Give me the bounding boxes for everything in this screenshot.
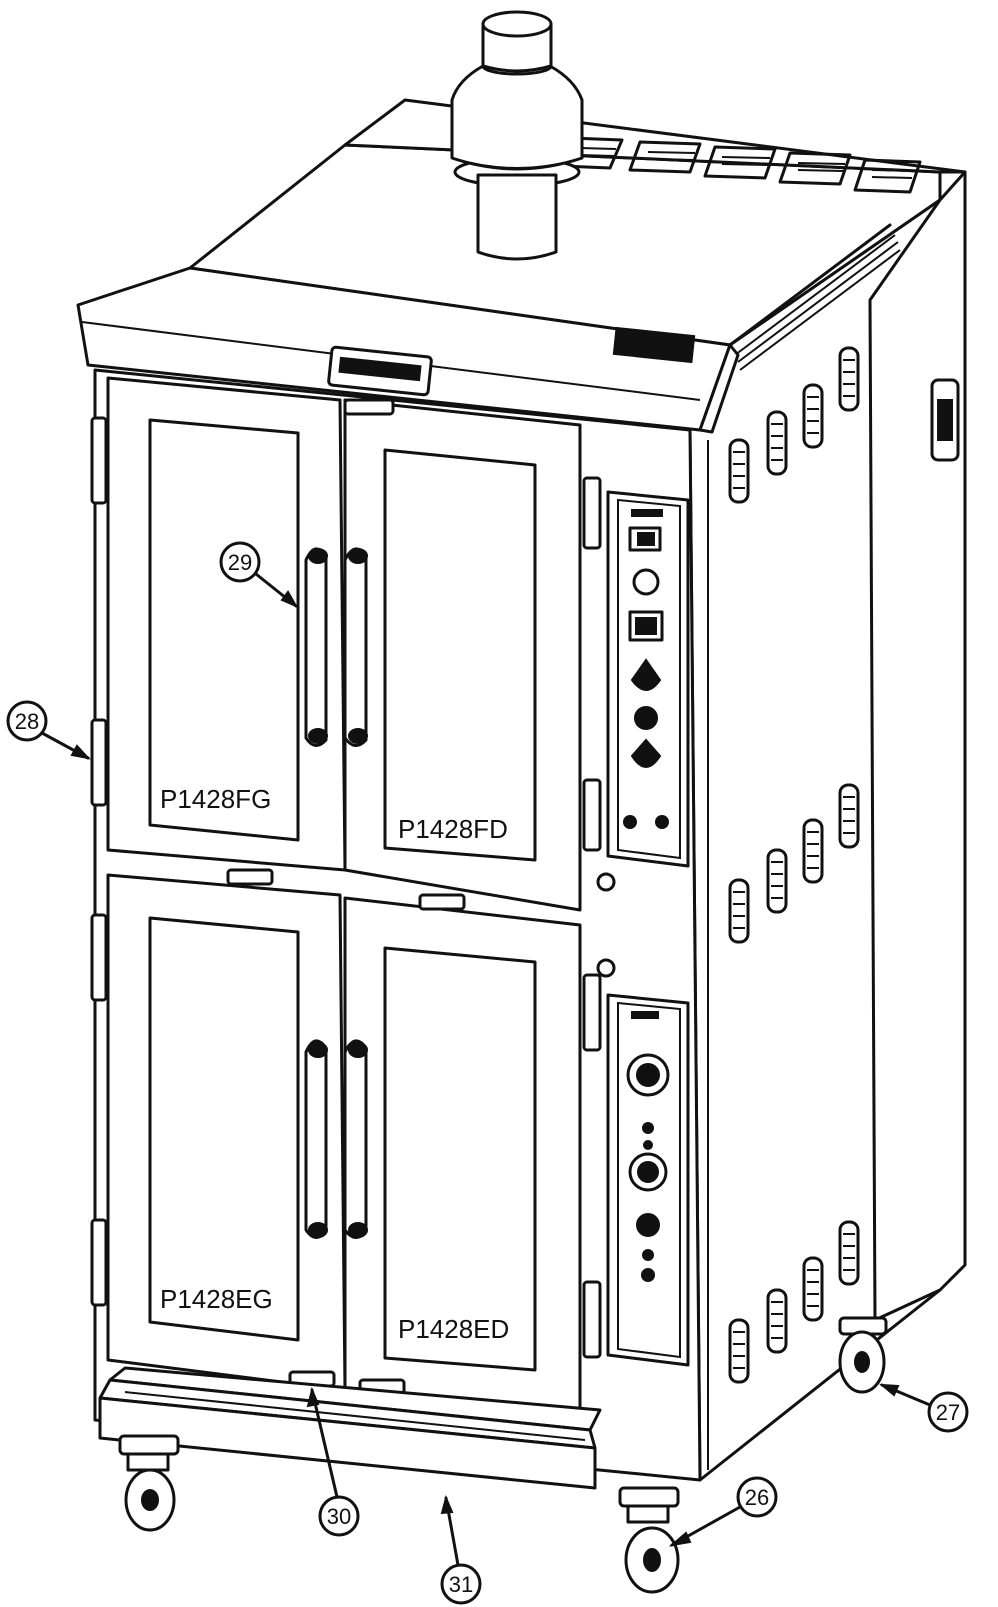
svg-text:29: 29 [228,550,252,575]
door-lower-right[interactable]: P1428ED [343,896,582,1412]
callout-28: 28 [6,700,91,760]
svg-text:30: 30 [327,1504,351,1529]
door-label-lower-left: P1428EG [160,1284,273,1314]
front-hood [76,266,740,434]
base-frame [98,1366,602,1450]
door-handles-lower[interactable] [304,1039,368,1239]
callout-29: 29 [219,541,299,609]
door-latches [226,398,466,1396]
callout-26: 26 [668,1476,778,1547]
svg-text:26: 26 [745,1485,769,1510]
door-label-upper-left: P1428FG [160,784,271,814]
caster-rear-right [838,1316,888,1394]
door-upper-right[interactable]: P1428FD [343,398,582,912]
door-lower-left[interactable]: P1428EG [106,873,347,1392]
door-hinges [90,416,602,1359]
control-panel-upper[interactable] [606,490,690,868]
drip-tray[interactable] [98,1391,597,1490]
side-louvers-lower [728,1220,860,1384]
door-handles-upper[interactable] [304,547,368,747]
control-panel-lower[interactable] [606,993,690,1367]
svg-text:27: 27 [936,1400,960,1425]
caster-front-left [118,1434,180,1532]
svg-text:28: 28 [15,709,39,734]
flue-chimney [450,10,584,261]
callout-30: 30 [306,1386,360,1537]
callout-31: 31 [440,1494,482,1605]
callout-27: 27 [879,1383,969,1433]
svg-text:31: 31 [449,1572,473,1597]
caster-front-right [618,1486,680,1594]
door-upper-left[interactable]: P1428FG [106,376,347,872]
side-louvers-upper [728,346,860,504]
door-label-lower-right: P1428ED [398,1314,509,1344]
panel-knobs[interactable] [596,872,616,978]
side-louvers-middle [728,783,860,944]
door-label-upper-right: P1428FD [398,814,508,844]
